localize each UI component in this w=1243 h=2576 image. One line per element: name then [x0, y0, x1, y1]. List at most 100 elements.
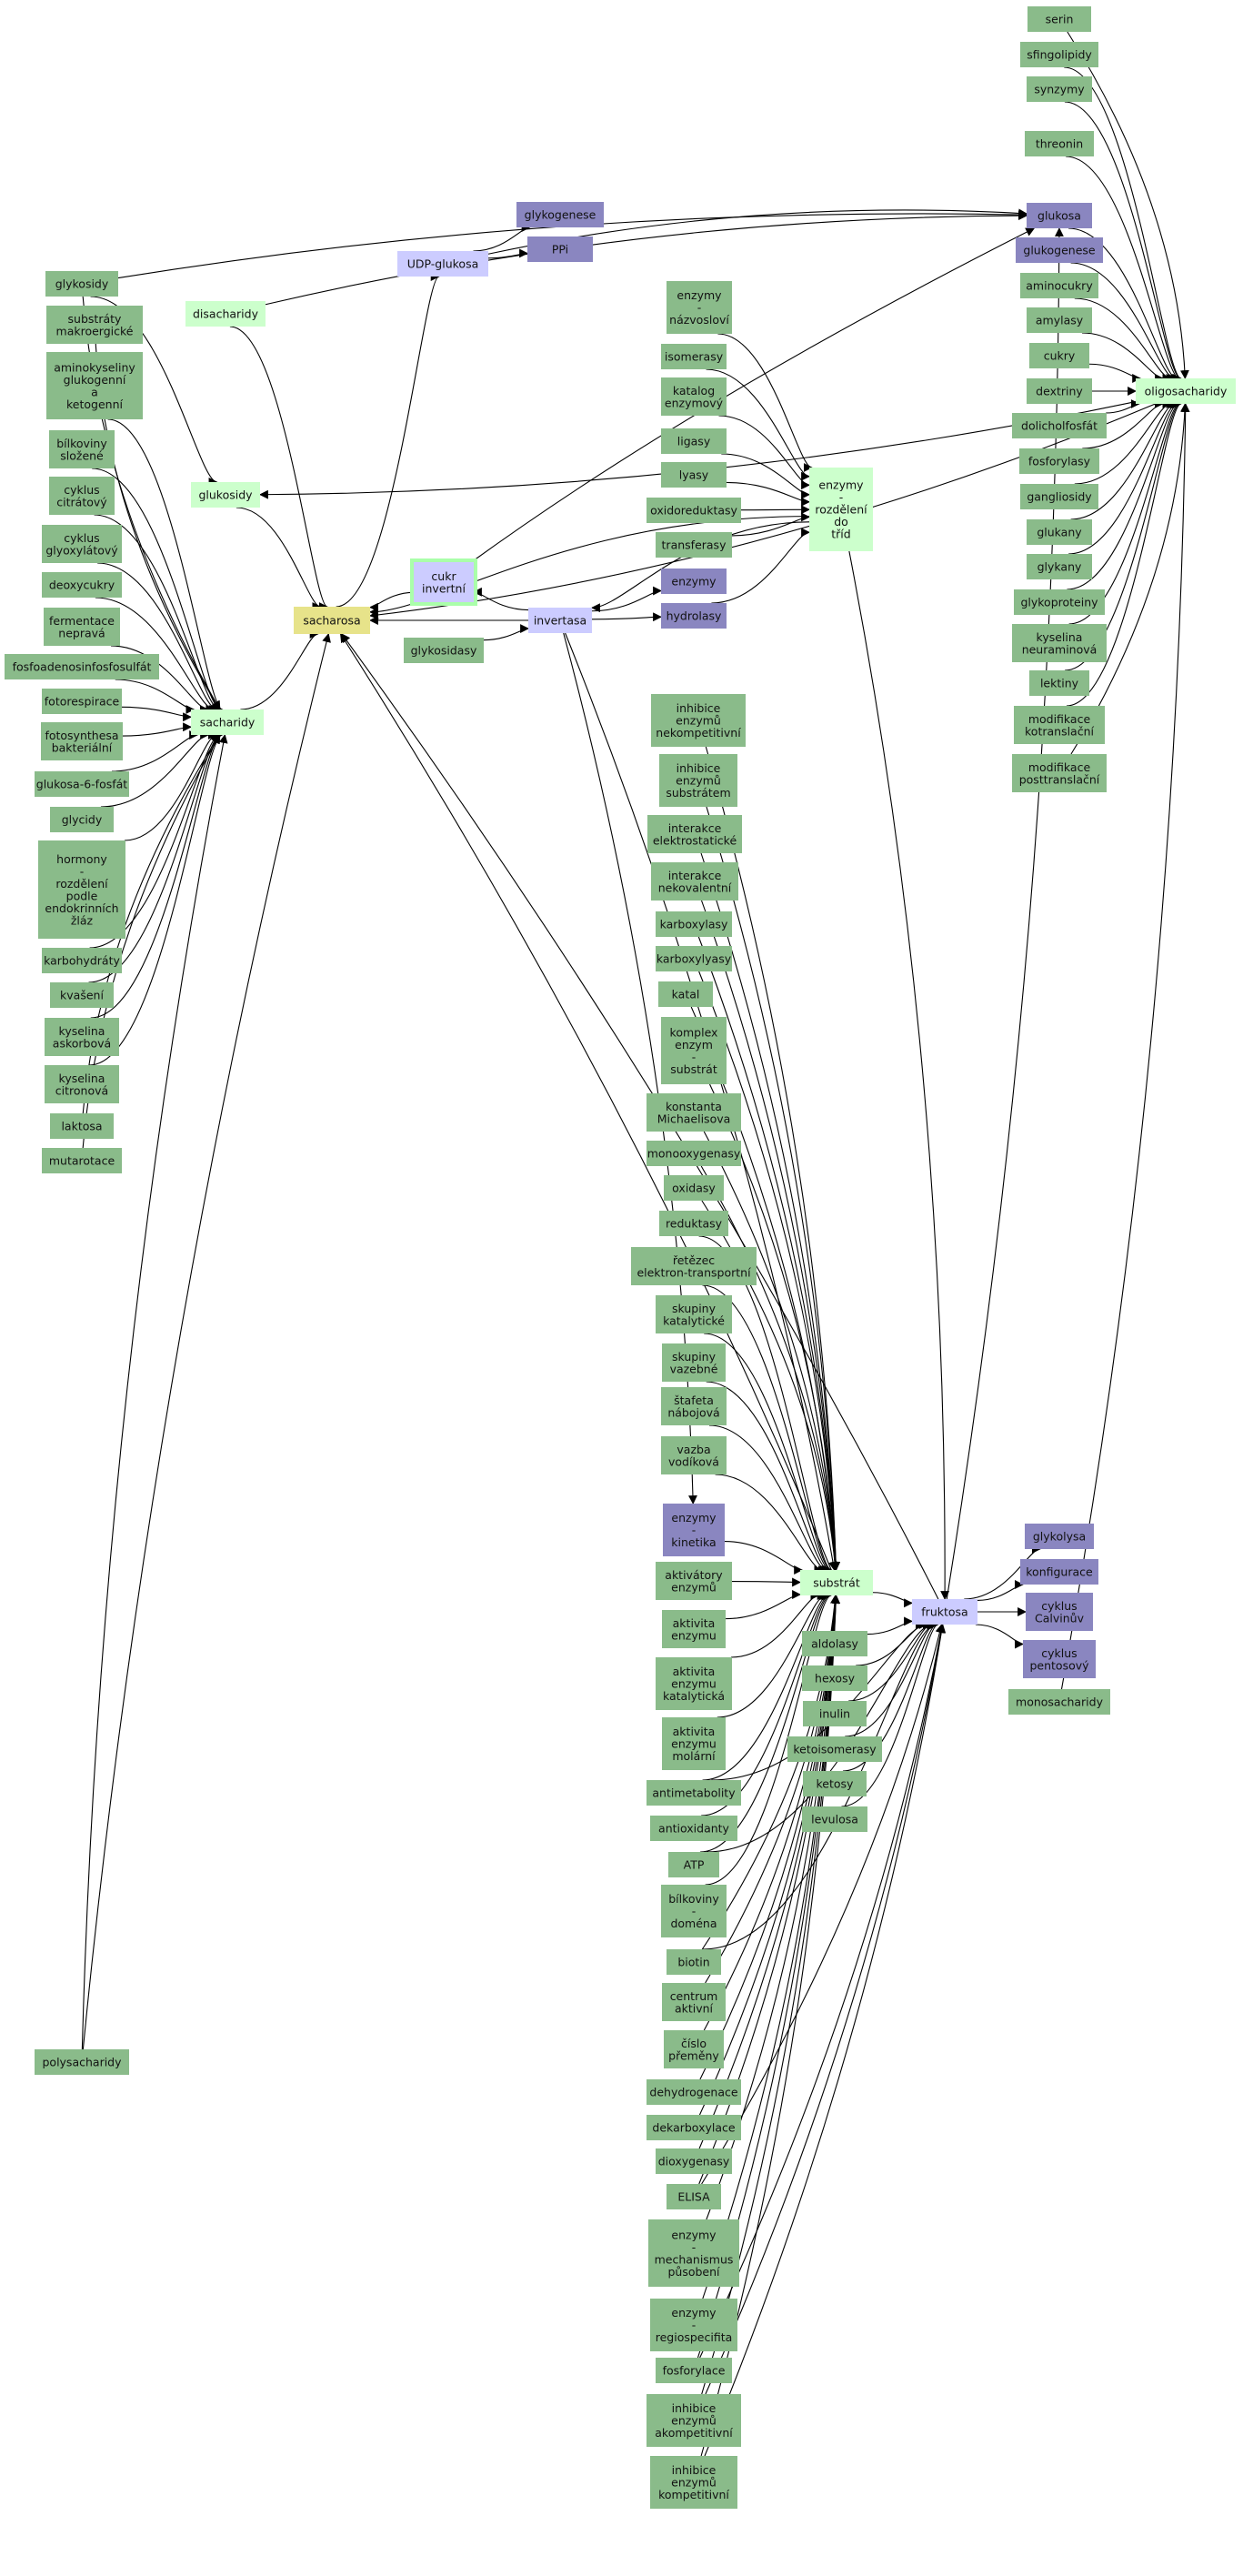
- node-invertasa[interactable]: invertasa: [528, 608, 592, 633]
- node-dehydrogenace[interactable]: dehydrogenace: [647, 2079, 741, 2105]
- node-ligasy[interactable]: ligasy: [661, 428, 727, 454]
- node-gangliosidy[interactable]: gangliosidy: [1020, 484, 1098, 509]
- node-enzymy-regio[interactable]: enzymy-regiospecifita: [650, 2299, 737, 2351]
- node-glycidy[interactable]: glycidy: [50, 807, 114, 832]
- node-elisa[interactable]: ELISA: [667, 2184, 721, 2209]
- node-amylasy[interactable]: amylasy: [1027, 307, 1092, 333]
- node-sacharosa[interactable]: sacharosa: [294, 607, 370, 634]
- node-glykolysa[interactable]: glykolysa: [1025, 1524, 1094, 1549]
- node-monooxygenasy[interactable]: monooxygenasy: [647, 1141, 741, 1166]
- node-polysacharidy[interactable]: polysacharidy: [35, 2049, 129, 2075]
- node-bilkoviny-domena[interactable]: bílkoviny-doména: [661, 1885, 727, 1937]
- node-udp-glukosa[interactable]: UDP-glukosa: [397, 251, 488, 277]
- node-laktosa[interactable]: laktosa: [50, 1113, 114, 1139]
- node-glykosidasy[interactable]: glykosidasy: [404, 638, 484, 663]
- node-sfingolipidy[interactable]: sfingolipidy: [1020, 42, 1098, 67]
- node-glukany[interactable]: glukany: [1027, 519, 1092, 545]
- node-glykogenese-top[interactable]: glykogenese: [516, 202, 604, 227]
- node-cukry[interactable]: cukry: [1029, 343, 1089, 368]
- node-glukogenese[interactable]: glukogenese: [1016, 237, 1103, 263]
- node-antimetabolity[interactable]: antimetabolity: [647, 1780, 741, 1806]
- node-mutarotace[interactable]: mutarotace: [42, 1148, 122, 1173]
- node-karboxylyasy[interactable]: karboxylyasy: [656, 946, 732, 971]
- node-enzymy-kinetika[interactable]: enzymy-kinetika: [663, 1504, 725, 1556]
- node-ketosy[interactable]: ketosy: [803, 1771, 867, 1796]
- node-atp[interactable]: ATP: [668, 1852, 719, 1877]
- node-oxidasy[interactable]: oxidasy: [664, 1175, 724, 1201]
- node-fruktosa[interactable]: fruktosa: [912, 1599, 977, 1625]
- node-inulin[interactable]: inulin: [803, 1701, 867, 1726]
- node-oxidoreduktasy[interactable]: oxidoreduktasy: [647, 498, 741, 523]
- node-aminocukry[interactable]: aminocukry: [1020, 273, 1098, 298]
- node-disacharidy[interactable]: disacharidy: [185, 301, 266, 327]
- node-antioxidanty[interactable]: antioxidanty: [650, 1816, 737, 1841]
- node-hexosy[interactable]: hexosy: [802, 1665, 867, 1691]
- node-glukosa[interactable]: glukosa: [1027, 203, 1092, 228]
- node-oligosacharidy[interactable]: oligosacharidy: [1136, 378, 1236, 404]
- node-deoxycukry[interactable]: deoxycukry: [42, 572, 122, 598]
- node-fotorespirace[interactable]: fotorespirace: [42, 689, 122, 714]
- node-karboxylasy[interactable]: karboxylasy: [656, 911, 732, 937]
- node-substrat[interactable]: substrát: [800, 1570, 873, 1595]
- node-hydrolasy[interactable]: hydrolasy: [661, 603, 727, 629]
- node-synzymy[interactable]: synzymy: [1027, 76, 1092, 102]
- node-dioxygenasy[interactable]: dioxygenasy: [656, 2148, 732, 2174]
- node-isomerasy[interactable]: isomerasy: [661, 344, 727, 369]
- node-enzymy-sel[interactable]: enzymy: [661, 569, 727, 594]
- node-kvaseni[interactable]: kvašení: [50, 982, 114, 1008]
- node-glukosa6fosfat[interactable]: glukosa-6-fosfát: [35, 771, 129, 797]
- node-threonin[interactable]: threonin: [1025, 131, 1094, 156]
- node-fosforylasy[interactable]: fosforylasy: [1019, 448, 1099, 474]
- node-dolicholfosfat[interactable]: dolicholfosfát: [1012, 413, 1107, 438]
- node-fosforylace[interactable]: fosforylace: [656, 2358, 732, 2383]
- node-ppi[interactable]: PPi: [527, 236, 593, 262]
- node-aldolasy[interactable]: aldolasy: [802, 1631, 867, 1656]
- node-karbohydraty[interactable]: karbohydráty: [42, 948, 122, 973]
- node-konfigurace[interactable]: konfigurace: [1020, 1559, 1098, 1585]
- node-serin[interactable]: serin: [1027, 6, 1091, 32]
- node-sacharidy[interactable]: sacharidy: [191, 709, 264, 735]
- node-glykany[interactable]: glykany: [1027, 554, 1092, 579]
- node-enzymy-nazvoslovi[interactable]: enzymy-názvosloví: [667, 281, 732, 334]
- node-monosacharidy[interactable]: monosacharidy: [1008, 1689, 1110, 1715]
- node-glukosidy[interactable]: glukosidy: [191, 482, 260, 508]
- node-fosfoadenosin[interactable]: fosfoadenosinfosfosulfát: [5, 654, 159, 679]
- node-dextriny[interactable]: dextriny: [1027, 378, 1092, 404]
- node-biotin[interactable]: biotin: [667, 1949, 721, 1975]
- node-levulosa[interactable]: levulosa: [802, 1806, 867, 1832]
- node-katal[interactable]: katal: [658, 981, 713, 1007]
- node-lektiny[interactable]: lektiny: [1029, 670, 1089, 696]
